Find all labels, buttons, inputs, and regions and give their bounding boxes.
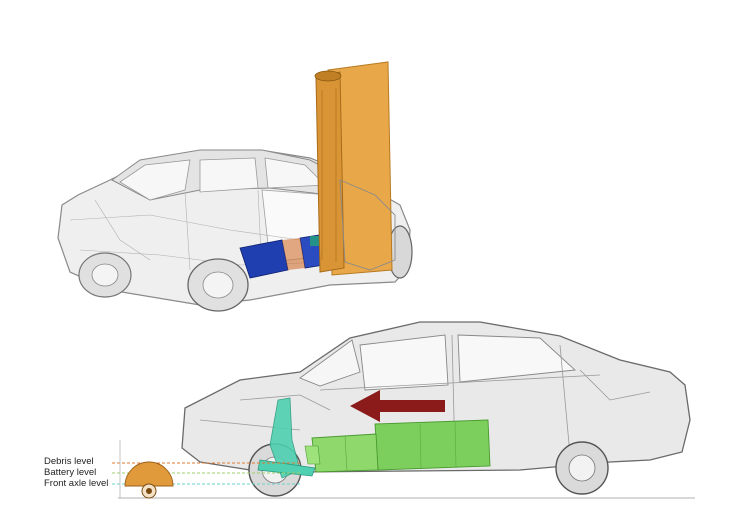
bottom-front-window	[359, 334, 449, 391]
bottom-rear-window	[457, 334, 577, 383]
impact-pole	[314, 61, 393, 276]
top-side-window-1	[199, 157, 259, 193]
top-front-wheel	[187, 258, 249, 312]
top-car-pole-impact	[57, 61, 413, 312]
bottom-windshield	[299, 339, 361, 387]
front-axle-level-label: Front axle level	[44, 478, 109, 489]
battery-level-label: Battery level	[44, 467, 97, 478]
debris-level-label: Debris level	[44, 456, 94, 467]
top-deformed-front	[339, 179, 396, 271]
bottom-car-structure	[199, 334, 651, 461]
bottom-battery-pack	[304, 419, 491, 473]
debris-obstacle	[124, 461, 174, 499]
top-rear-wheel	[78, 252, 132, 298]
bottom-car-frontal-impact	[181, 321, 691, 497]
front-suspension	[257, 397, 316, 479]
top-rear-window	[119, 159, 191, 201]
impact-direction-arrow	[350, 390, 445, 422]
bottom-rear-wheel	[555, 441, 609, 495]
